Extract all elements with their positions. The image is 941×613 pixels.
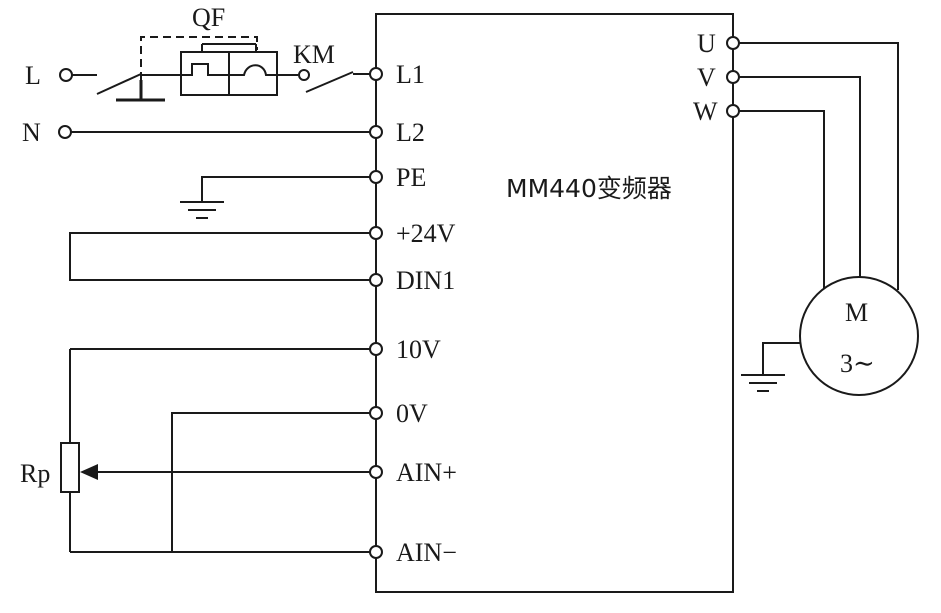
- terminal-label: U: [697, 29, 716, 58]
- line-n-terminal: [58, 125, 72, 139]
- km-contact: [305, 71, 354, 93]
- qf-switch-blade: [96, 73, 142, 95]
- terminal-label: +24V: [396, 219, 456, 248]
- terminal-label: 0V: [396, 399, 428, 428]
- terminal-l2: [369, 125, 383, 139]
- terminal-label: AIN−: [396, 538, 457, 567]
- pe-ground: [180, 176, 370, 219]
- line-l-terminal: [59, 68, 73, 82]
- km-label: KM: [293, 40, 335, 69]
- potentiometer-circuit: Rp: [20, 348, 370, 553]
- qf-thermal-trip-icon: [229, 64, 277, 76]
- terminal-ain-plus: [369, 465, 383, 479]
- wire-v: [739, 76, 861, 278]
- line-n-circuit: N: [22, 118, 370, 147]
- line-l-label: L: [25, 61, 41, 90]
- left-terminals: L1 L2 PE +24V DIN1 10V 0V AIN+ AIN−: [369, 60, 457, 567]
- output-circuit: U V W M 3∼: [693, 29, 919, 396]
- terminal-label: PE: [396, 163, 426, 192]
- terminal-label: L2: [396, 118, 425, 147]
- terminal-10v: [369, 342, 383, 356]
- terminal-u: [726, 36, 740, 50]
- line-n-label: N: [22, 118, 41, 147]
- terminal-0v: [369, 406, 383, 420]
- terminal-pe: [369, 170, 383, 184]
- terminal-l1: [369, 67, 383, 81]
- terminal-w: [726, 104, 740, 118]
- terminal-v: [726, 70, 740, 84]
- motor-letter: M: [845, 298, 868, 327]
- qf-label: QF: [192, 3, 225, 32]
- rp-label: Rp: [20, 459, 50, 488]
- motor-icon: [799, 276, 919, 396]
- km-terminal: [298, 69, 310, 81]
- terminal-label: W: [693, 97, 718, 126]
- qf-magnetic-trip-icon: [181, 63, 229, 76]
- motor-phase: 3∼: [840, 349, 875, 378]
- terminal-ain-minus: [369, 545, 383, 559]
- wire-u: [739, 42, 899, 290]
- terminal-label: DIN1: [396, 266, 455, 295]
- terminal-din1: [369, 273, 383, 287]
- terminal-label: V: [697, 63, 716, 92]
- inverter-box: [375, 13, 734, 593]
- terminal-label: 10V: [396, 335, 441, 364]
- potentiometer-rp: [60, 442, 80, 493]
- terminal-24v: [369, 226, 383, 240]
- terminal-label: L1: [396, 60, 425, 89]
- line-l-circuit: L QF KM: [25, 3, 370, 102]
- din1-jumper-wire: [69, 232, 370, 281]
- inverter-label: MM440变频器: [506, 174, 672, 203]
- wire-w: [739, 110, 825, 290]
- terminal-label: AIN+: [396, 458, 457, 487]
- wiper-arrow-icon: [80, 464, 98, 480]
